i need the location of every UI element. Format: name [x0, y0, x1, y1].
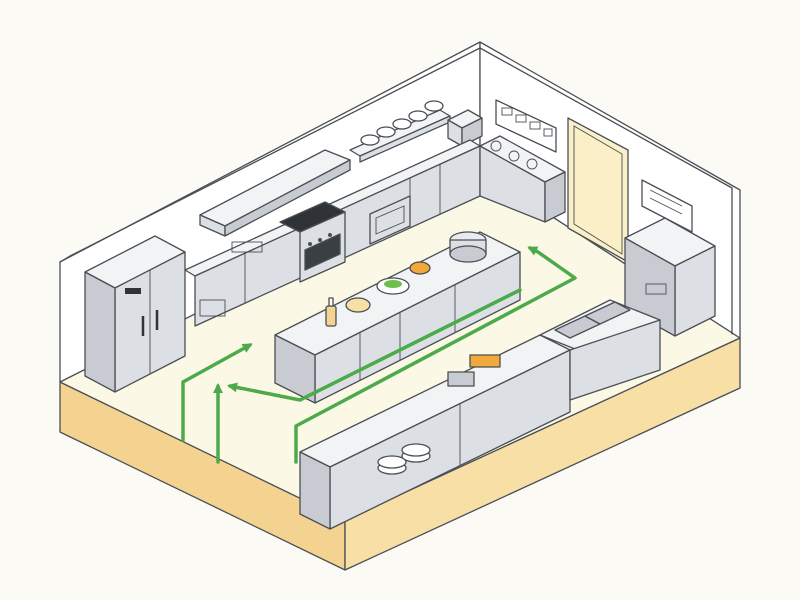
stove-icon	[279, 201, 346, 283]
wall-thickness-right	[479, 47, 733, 335]
menu-slot-4	[543, 128, 553, 137]
menu-slot-3	[529, 121, 541, 130]
sink-counter	[539, 299, 661, 401]
mixing-bowl	[345, 297, 371, 313]
fridge-display	[125, 288, 141, 294]
bowl-2	[376, 126, 396, 138]
wall-thickness-left	[59, 47, 481, 263]
workflow-arrows	[181, 246, 577, 464]
serving-box	[447, 371, 475, 387]
bowl-4	[408, 110, 428, 122]
stove-knob-3	[328, 233, 332, 237]
green-ingredient	[490, 140, 502, 152]
prep-tray	[645, 283, 667, 295]
combi-oven-window	[375, 205, 405, 235]
stove-knob-1	[308, 242, 312, 246]
fridge-side	[84, 271, 116, 393]
serving-tray	[469, 354, 501, 368]
wall-shelf	[349, 100, 451, 163]
orange-tray	[199, 299, 226, 317]
sink-counter-front	[569, 319, 661, 401]
menu-board	[495, 99, 557, 153]
flow-arrow-loop	[294, 246, 577, 464]
notice-line-1	[649, 189, 683, 207]
flow-arrow-entry-left	[181, 343, 253, 442]
orange-bowl	[409, 261, 431, 275]
side-counter	[479, 135, 566, 223]
menu-slot-2	[515, 114, 527, 123]
notice-line-2	[649, 197, 683, 215]
bowl-stack	[360, 100, 444, 146]
salad-greens	[384, 280, 402, 288]
plate-4	[401, 443, 431, 457]
sink-basin-2	[584, 301, 631, 325]
plate-stack-icon	[377, 443, 431, 475]
orange-ingredient-2	[526, 158, 538, 170]
prep-table-right	[624, 217, 716, 337]
cutting-board	[231, 241, 263, 253]
orange-ingredient-1	[508, 150, 520, 162]
front-counter	[299, 334, 571, 530]
bowl-3	[392, 118, 412, 130]
stock-pot-icon	[449, 231, 487, 263]
menu-board-frame	[495, 99, 557, 153]
microwave-side	[461, 117, 483, 147]
oven-window	[304, 233, 341, 271]
pot-base	[449, 245, 487, 263]
stove-knob-2	[318, 238, 322, 242]
bottle-body	[325, 305, 337, 327]
plate-2	[377, 455, 407, 469]
hood-body	[224, 159, 351, 237]
combi-oven	[369, 195, 411, 245]
island-side	[274, 334, 316, 404]
range-hood	[199, 149, 351, 237]
sauce-bottle-icon	[325, 297, 337, 327]
bowl-5	[424, 100, 444, 112]
menu-slot-1	[501, 107, 513, 116]
flow-arrow-return	[227, 288, 522, 402]
back-door	[567, 117, 629, 263]
bottle-cap	[328, 297, 334, 307]
fridge-icon	[84, 235, 186, 393]
side-counter-side	[544, 171, 566, 223]
door-panel	[573, 125, 623, 255]
wall-notice-sign	[641, 179, 693, 233]
front-counter-side	[299, 451, 331, 530]
bowl-1	[360, 134, 380, 146]
